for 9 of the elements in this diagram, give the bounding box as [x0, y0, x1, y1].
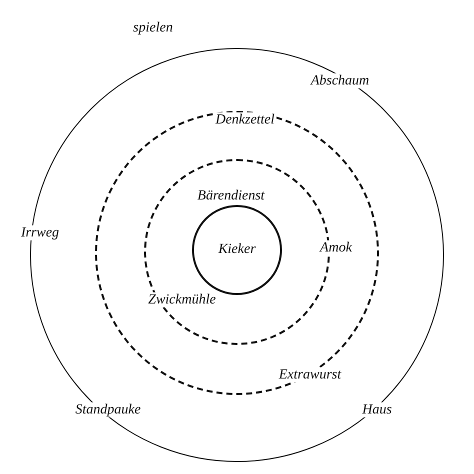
word-label: Abschaum	[308, 73, 372, 89]
word-label: Zwickmühle	[146, 292, 218, 308]
center-word: Kieker	[218, 242, 256, 258]
word-label: Irrweg	[18, 225, 62, 241]
word-label: Haus	[360, 402, 394, 418]
word-label: Extrawurst	[276, 367, 344, 383]
word-label: Amok	[318, 240, 354, 256]
word-label: spielen	[131, 20, 175, 36]
word-label: Standpauke	[73, 402, 143, 418]
